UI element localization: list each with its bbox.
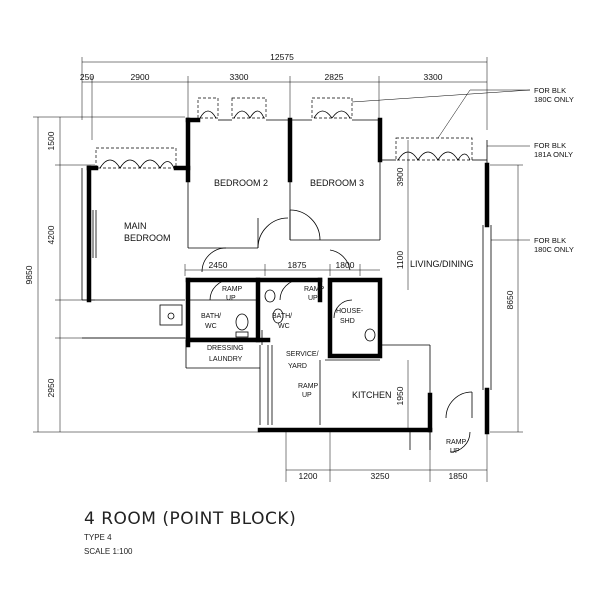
dim-bedroom3-height: 3900 xyxy=(395,167,405,186)
bath-label-line1: BATH/ xyxy=(272,313,292,320)
ramp-up-label-1: UP xyxy=(226,295,236,302)
plan-type: TYPE 4 xyxy=(84,533,112,542)
note-180c-mid-line1: FOR BLK xyxy=(534,236,566,245)
bath-left-label-line2: WC xyxy=(205,323,217,330)
doors xyxy=(201,209,473,453)
ramp-label-2: RAMP xyxy=(304,286,325,293)
dim-bottom-1: 1200 xyxy=(299,471,318,481)
plan-title: 4 ROOM (POINT BLOCK) xyxy=(84,509,297,529)
bath-label-line2: WC xyxy=(278,323,290,330)
title-block: 4 ROOM (POINT BLOCK) TYPE 4 SCALE 1:100 xyxy=(84,508,404,558)
bathroom-fixtures xyxy=(159,289,376,342)
dim-top-3: 3300 xyxy=(230,72,249,82)
bay-window-bedroom3 xyxy=(311,97,353,119)
kitchen-label: KITCHEN xyxy=(352,390,392,400)
dim-bottom-3: 1850 xyxy=(449,471,468,481)
top-dimension-chain: 12575 250 2900 3300 2825 3300 xyxy=(80,52,488,140)
note-180c-mid-line2: 180C ONLY xyxy=(534,245,574,254)
note-181a-line1: FOR BLK xyxy=(534,141,566,150)
dim-top-1: 250 xyxy=(80,72,94,82)
dim-bottom-2: 3250 xyxy=(371,471,390,481)
ramp-labels: RAMP UP RAMP UP RAMP UP RAMP UP xyxy=(222,286,467,455)
ramp-label-4: RAMP xyxy=(446,439,467,446)
dim-mid-2: 1875 xyxy=(288,260,307,270)
service-yard-label-line2: YARD xyxy=(288,363,307,370)
middle-dimension-chain: 2450 1875 1800 xyxy=(184,260,380,276)
dressing-label-line2: LAUNDRY xyxy=(209,356,243,363)
dim-left-3: 2950 xyxy=(46,378,56,397)
main-bedroom-label-line1: MAIN xyxy=(124,221,147,231)
bath-left-label-line1: BATH/ xyxy=(201,313,221,320)
dim-top-5: 3300 xyxy=(424,72,443,82)
note-181a-line2: 181A ONLY xyxy=(534,150,573,159)
dim-mid-3: 1800 xyxy=(336,260,355,270)
service-yard-label-line1: SERVICE/ xyxy=(286,351,319,358)
bay-window-bedroom2 xyxy=(197,97,267,119)
dressing-label-line1: DRESSING xyxy=(207,345,244,352)
note-180c-top-line1: FOR BLK xyxy=(534,86,566,95)
bottom-dimension-chain: 1200 3250 1850 xyxy=(285,430,488,482)
bay-window-main-bedroom xyxy=(95,147,177,169)
ramp-label-1: RAMP xyxy=(222,286,243,293)
walls xyxy=(81,117,492,450)
bedroom2-label: BEDROOM 2 xyxy=(214,178,268,188)
plan-scale: SCALE 1:100 xyxy=(84,547,133,556)
ramp-up-label-2: UP xyxy=(308,295,318,302)
dim-mid-1: 2450 xyxy=(209,260,228,270)
dim-right-total: 8650 xyxy=(505,290,515,309)
ramp-label-3: RAMP xyxy=(298,383,319,390)
dim-top-4: 2825 xyxy=(325,72,344,82)
living-dining-label: LIVING/DINING xyxy=(410,259,474,269)
dim-left-1: 1500 xyxy=(46,131,56,150)
overall-width-label: 12575 xyxy=(270,52,294,62)
bay-window-living xyxy=(395,137,473,161)
overall-height-label: 9850 xyxy=(24,265,34,284)
dim-kitchen-height: 1950 xyxy=(395,386,405,405)
block-notes: FOR BLK 180C ONLY FOR BLK 181A ONLY FOR … xyxy=(351,86,574,254)
household-shelter-label-line1: HOUSE- xyxy=(336,308,364,315)
ramp-up-label-3: UP xyxy=(302,392,312,399)
dim-left-2: 4200 xyxy=(46,225,56,244)
main-bedroom-label-line2: BEDROOM xyxy=(124,233,171,243)
dim-living-span: 1100 xyxy=(395,251,405,270)
bedroom3-label: BEDROOM 3 xyxy=(310,178,364,188)
note-180c-top-line2: 180C ONLY xyxy=(534,95,574,104)
ramp-up-label-4: UP xyxy=(450,448,460,455)
left-dimension-chain: 9850 1500 4200 2950 xyxy=(24,116,260,433)
dim-top-2: 2900 xyxy=(131,72,150,82)
right-dimension-chain: 8650 3900 1100 1950 xyxy=(395,140,523,433)
household-shelter-label-line2: SHD xyxy=(340,318,355,325)
room-labels: MAIN BEDROOM BEDROOM 2 BEDROOM 3 LIVING/… xyxy=(124,178,474,400)
